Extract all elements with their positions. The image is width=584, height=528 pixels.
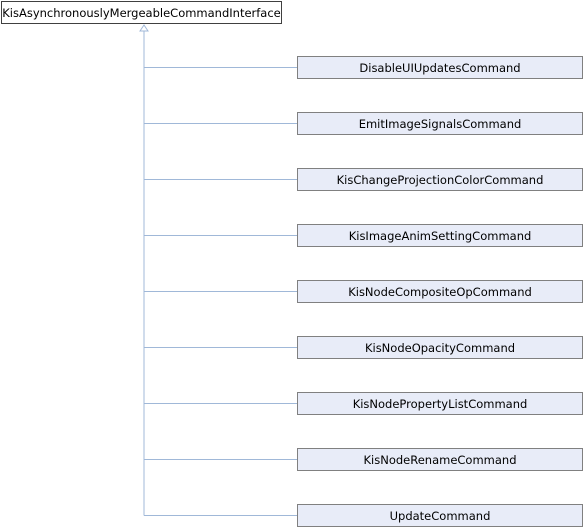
derived-class-node-node-rename[interactable]: KisNodeRenameCommand bbox=[297, 448, 583, 471]
derived-class-node-disable-ui-updates[interactable]: DisableUIUpdatesCommand bbox=[297, 56, 583, 79]
derived-class-node-node-composite-op[interactable]: KisNodeCompositeOpCommand bbox=[297, 280, 583, 303]
derived-class-node-image-anim-setting[interactable]: KisImageAnimSettingCommand bbox=[297, 224, 583, 247]
derived-class-node-emit-image-signals[interactable]: EmitImageSignalsCommand bbox=[297, 112, 583, 135]
derived-class-node-node-property-list[interactable]: KisNodePropertyListCommand bbox=[297, 392, 583, 415]
derived-class-node-node-opacity[interactable]: KisNodeOpacityCommand bbox=[297, 336, 583, 359]
base-class-node[interactable]: KisAsynchronouslyMergeableCommandInterfa… bbox=[1, 1, 282, 24]
inheritance-arrowhead bbox=[139, 24, 149, 32]
derived-class-node-update[interactable]: UpdateCommand bbox=[297, 504, 583, 527]
derived-class-node-change-projection-color[interactable]: KisChangeProjectionColorCommand bbox=[297, 168, 583, 191]
